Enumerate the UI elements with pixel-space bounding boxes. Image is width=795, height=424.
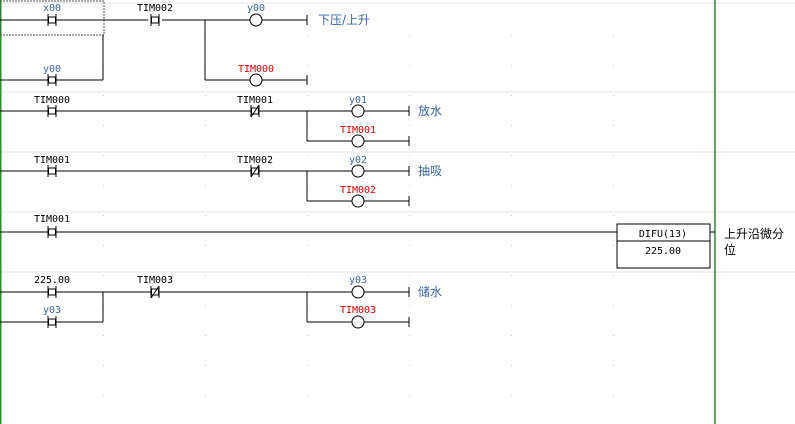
coil-label: TIM000 — [238, 64, 274, 75]
contact-label: TIM001 — [34, 155, 70, 166]
rung-comment: 储水 — [418, 284, 442, 299]
coil-label: TIM003 — [340, 305, 376, 316]
nc-contact[interactable] — [250, 164, 260, 178]
rung-comment: 下压/上升 — [318, 13, 370, 27]
no-contact[interactable] — [47, 14, 57, 26]
rung-comment: 放水 — [418, 103, 442, 118]
coil-label: y02 — [349, 155, 367, 166]
output-coil[interactable] — [351, 315, 410, 329]
output-coil[interactable] — [351, 164, 410, 178]
rung-comment: 抽吸 — [418, 164, 442, 178]
no-contact[interactable] — [47, 165, 57, 177]
difu-instruction-box[interactable] — [616, 223, 711, 269]
nc-contact[interactable] — [250, 104, 260, 118]
contact-label: y03 — [43, 305, 61, 316]
output-coil[interactable] — [351, 104, 410, 118]
contact-label: y00 — [43, 64, 61, 75]
instruction-name: DIFU(13) — [639, 229, 687, 240]
output-coil[interactable] — [249, 73, 308, 87]
coil-label: TIM001 — [340, 125, 376, 136]
output-coil[interactable] — [351, 134, 410, 148]
no-contact[interactable] — [150, 14, 160, 26]
no-contact[interactable] — [47, 316, 57, 328]
rung-comment: 位 — [724, 242, 736, 257]
output-coil[interactable] — [351, 194, 410, 208]
nc-contact[interactable] — [150, 285, 160, 299]
no-contact[interactable] — [47, 286, 57, 298]
coil-label: y00 — [247, 3, 265, 14]
contact-label: TIM001 — [237, 95, 273, 106]
no-contact[interactable] — [47, 74, 57, 86]
grid-dots — [103, 35, 716, 396]
contact-label: TIM001 — [34, 214, 70, 225]
contact-label: x00 — [43, 3, 61, 14]
contact-label: 225.00 — [34, 275, 70, 286]
coil-label: TIM002 — [340, 185, 376, 196]
coil-label: y01 — [349, 95, 367, 106]
no-contact[interactable] — [47, 226, 57, 238]
rung-comment: 上升沿微分 — [724, 227, 784, 241]
contact-label: TIM000 — [34, 95, 70, 106]
rung-separators — [0, 2, 795, 273]
coil-label: y03 — [349, 275, 367, 286]
output-coil[interactable] — [351, 285, 410, 299]
wires — [0, 19, 715, 323]
contact-label: TIM003 — [137, 275, 173, 286]
output-coil[interactable] — [249, 13, 308, 27]
contact-label: TIM002 — [237, 155, 273, 166]
contact-label: TIM002 — [137, 3, 173, 14]
instruction-operand: 225.00 — [645, 246, 681, 257]
no-contact[interactable] — [47, 105, 57, 117]
selection-cursor[interactable] — [0, 0, 105, 36]
